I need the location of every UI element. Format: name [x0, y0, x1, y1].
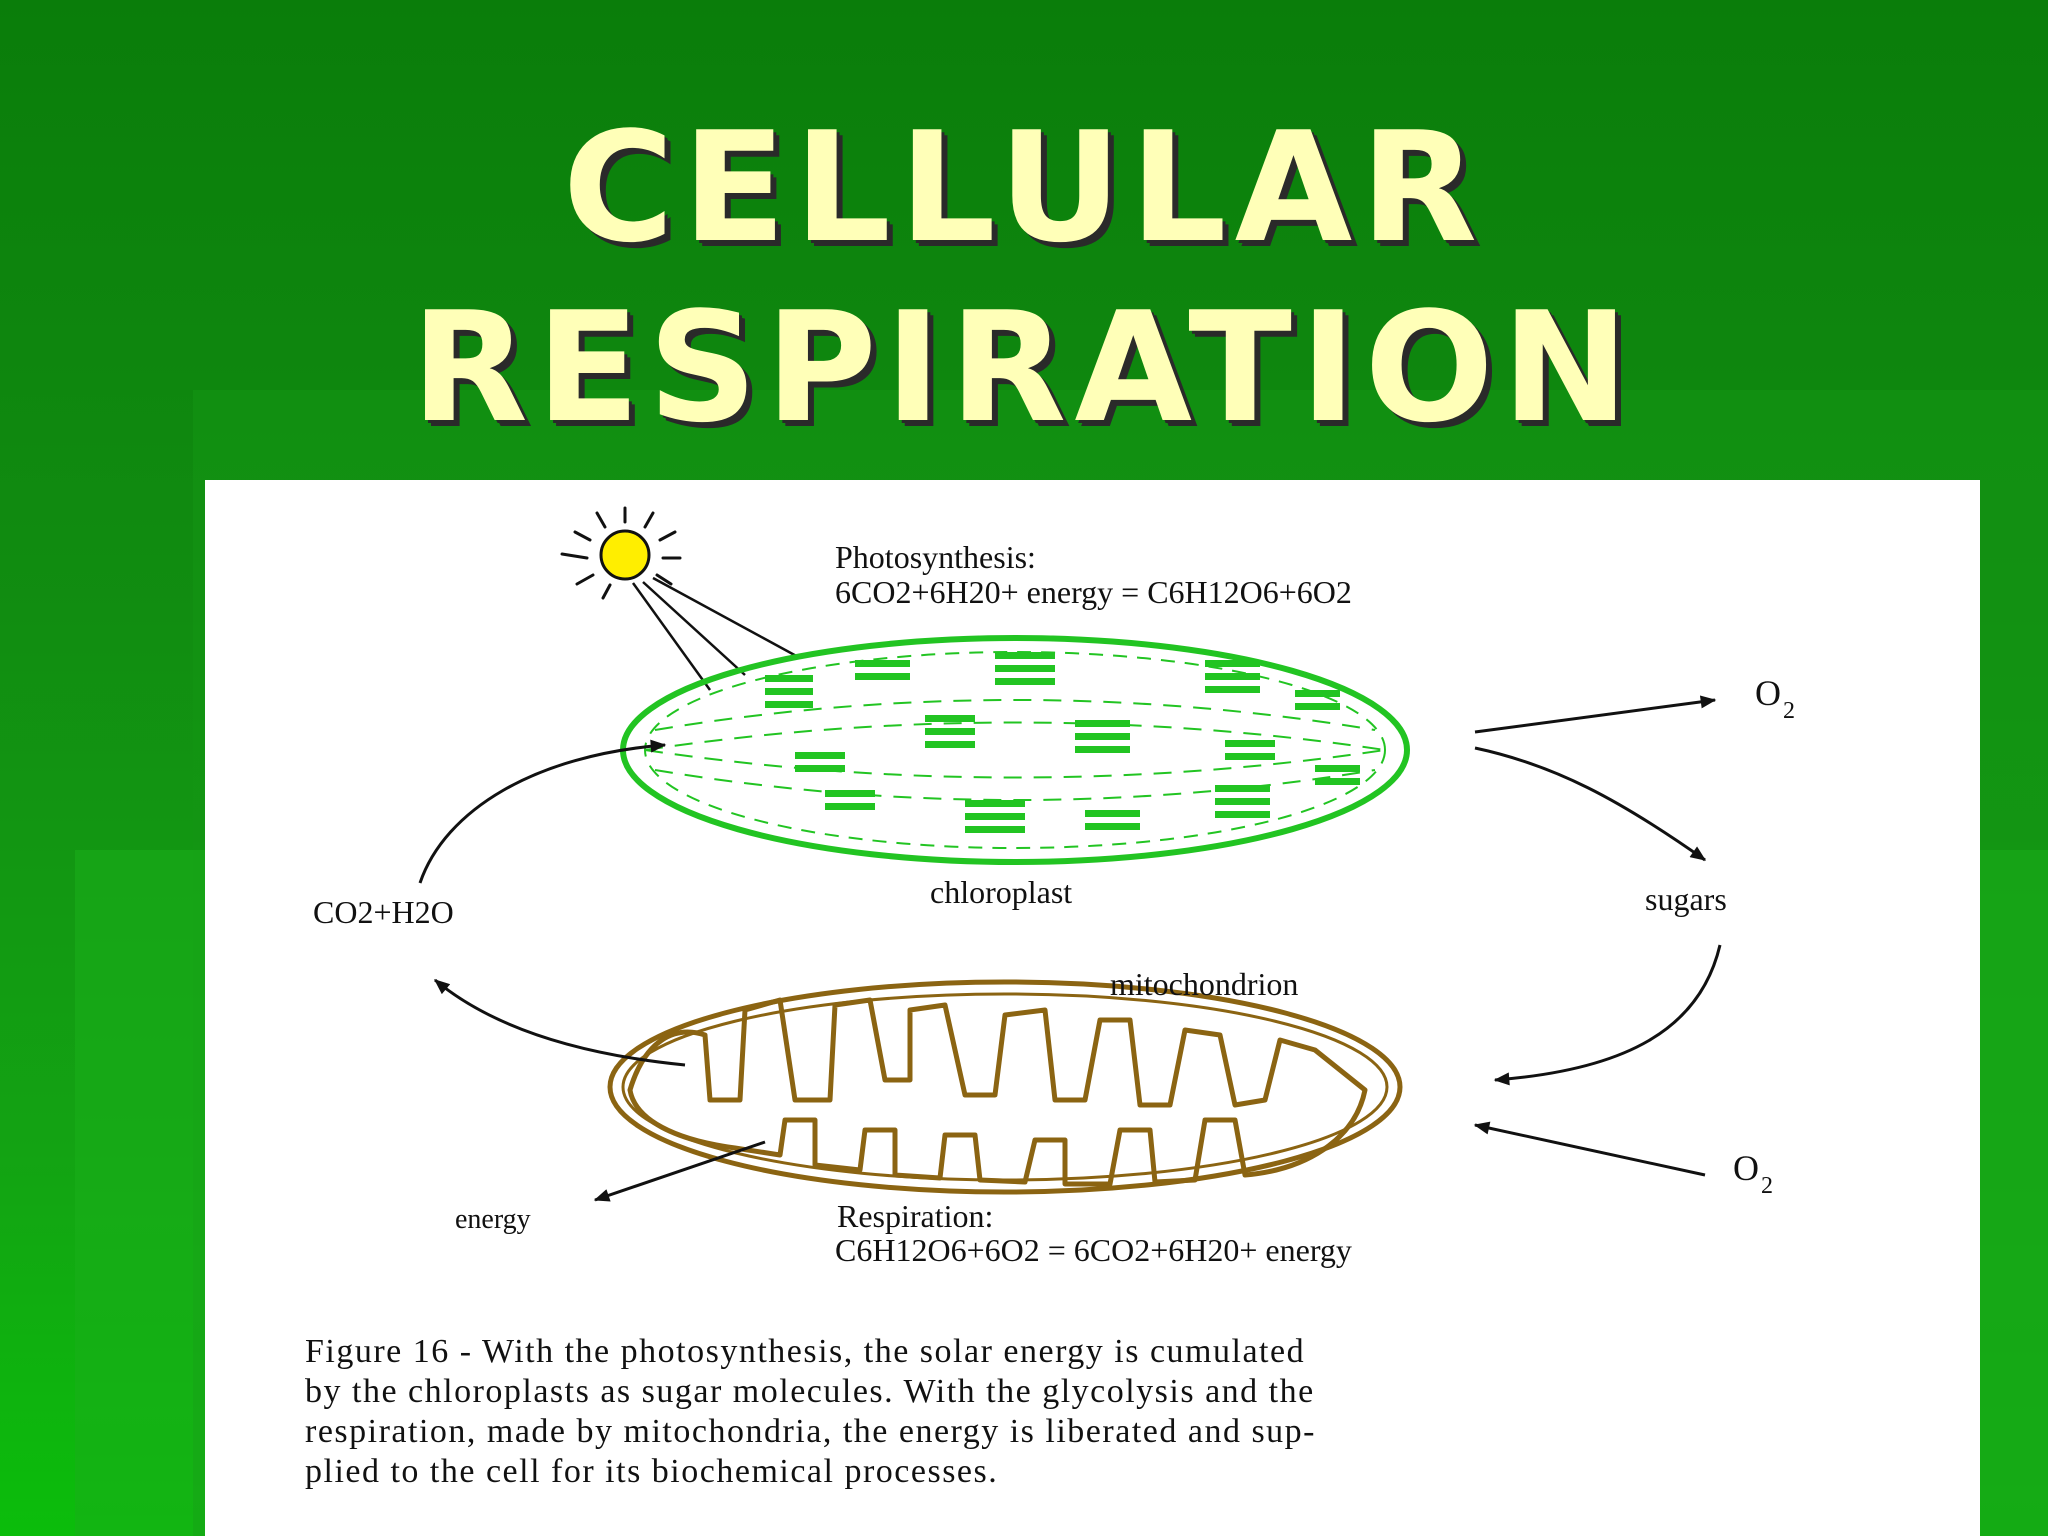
- respiration-heading: Respiration:: [837, 1198, 993, 1234]
- sun-icon: [560, 506, 801, 691]
- figure-caption: Figure 16 - With the photosynthesis, the…: [305, 1332, 1945, 1492]
- caption-line: by the chloroplasts as sugar molecules. …: [305, 1373, 1315, 1410]
- chloroplast-label: chloroplast: [930, 874, 1072, 910]
- oxygen-label-bottom: O: [1733, 1148, 1759, 1188]
- oxygen-label-top: O: [1755, 673, 1781, 713]
- sugars-label: sugars: [1645, 881, 1727, 917]
- cycle-arrows: [418, 695, 1722, 1202]
- photosynthesis-heading: Photosynthesis:: [835, 539, 1036, 575]
- energy-label: energy: [455, 1204, 531, 1235]
- slide-title-line-1: CELLULAR: [562, 99, 1486, 276]
- chloroplast-illustration: [620, 635, 1410, 865]
- oxygen-subscript-bottom: 2: [1761, 1173, 1773, 1199]
- photosynthesis-equation: 6CO2+6H20+ energy = C6H12O6+6O2: [835, 574, 1352, 610]
- respiration-equation: C6H12O6+6O2 = 6CO2+6H20+ energy: [835, 1232, 1352, 1268]
- caption-line: plied to the cell for its biochemical pr…: [305, 1453, 999, 1490]
- figure-panel: Photosynthesis: 6CO2+6H20+ energy = C6H1…: [205, 480, 1980, 1536]
- caption-line: respiration, made by mitochondria, the e…: [305, 1413, 1316, 1450]
- slide-title-line-2: RESPIRATION: [411, 279, 1637, 456]
- caption-line: Figure 16 - With the photosynthesis, the…: [305, 1333, 1306, 1370]
- cycle-diagram: Photosynthesis: 6CO2+6H20+ energy = C6H1…: [313, 506, 1795, 1268]
- mitochondrion-illustration: [607, 979, 1403, 1195]
- mitochondrion-label: mitochondrion: [1110, 966, 1298, 1002]
- oxygen-subscript-top: 2: [1783, 698, 1795, 724]
- co2-h2o-label: CO2+H2O: [313, 894, 454, 930]
